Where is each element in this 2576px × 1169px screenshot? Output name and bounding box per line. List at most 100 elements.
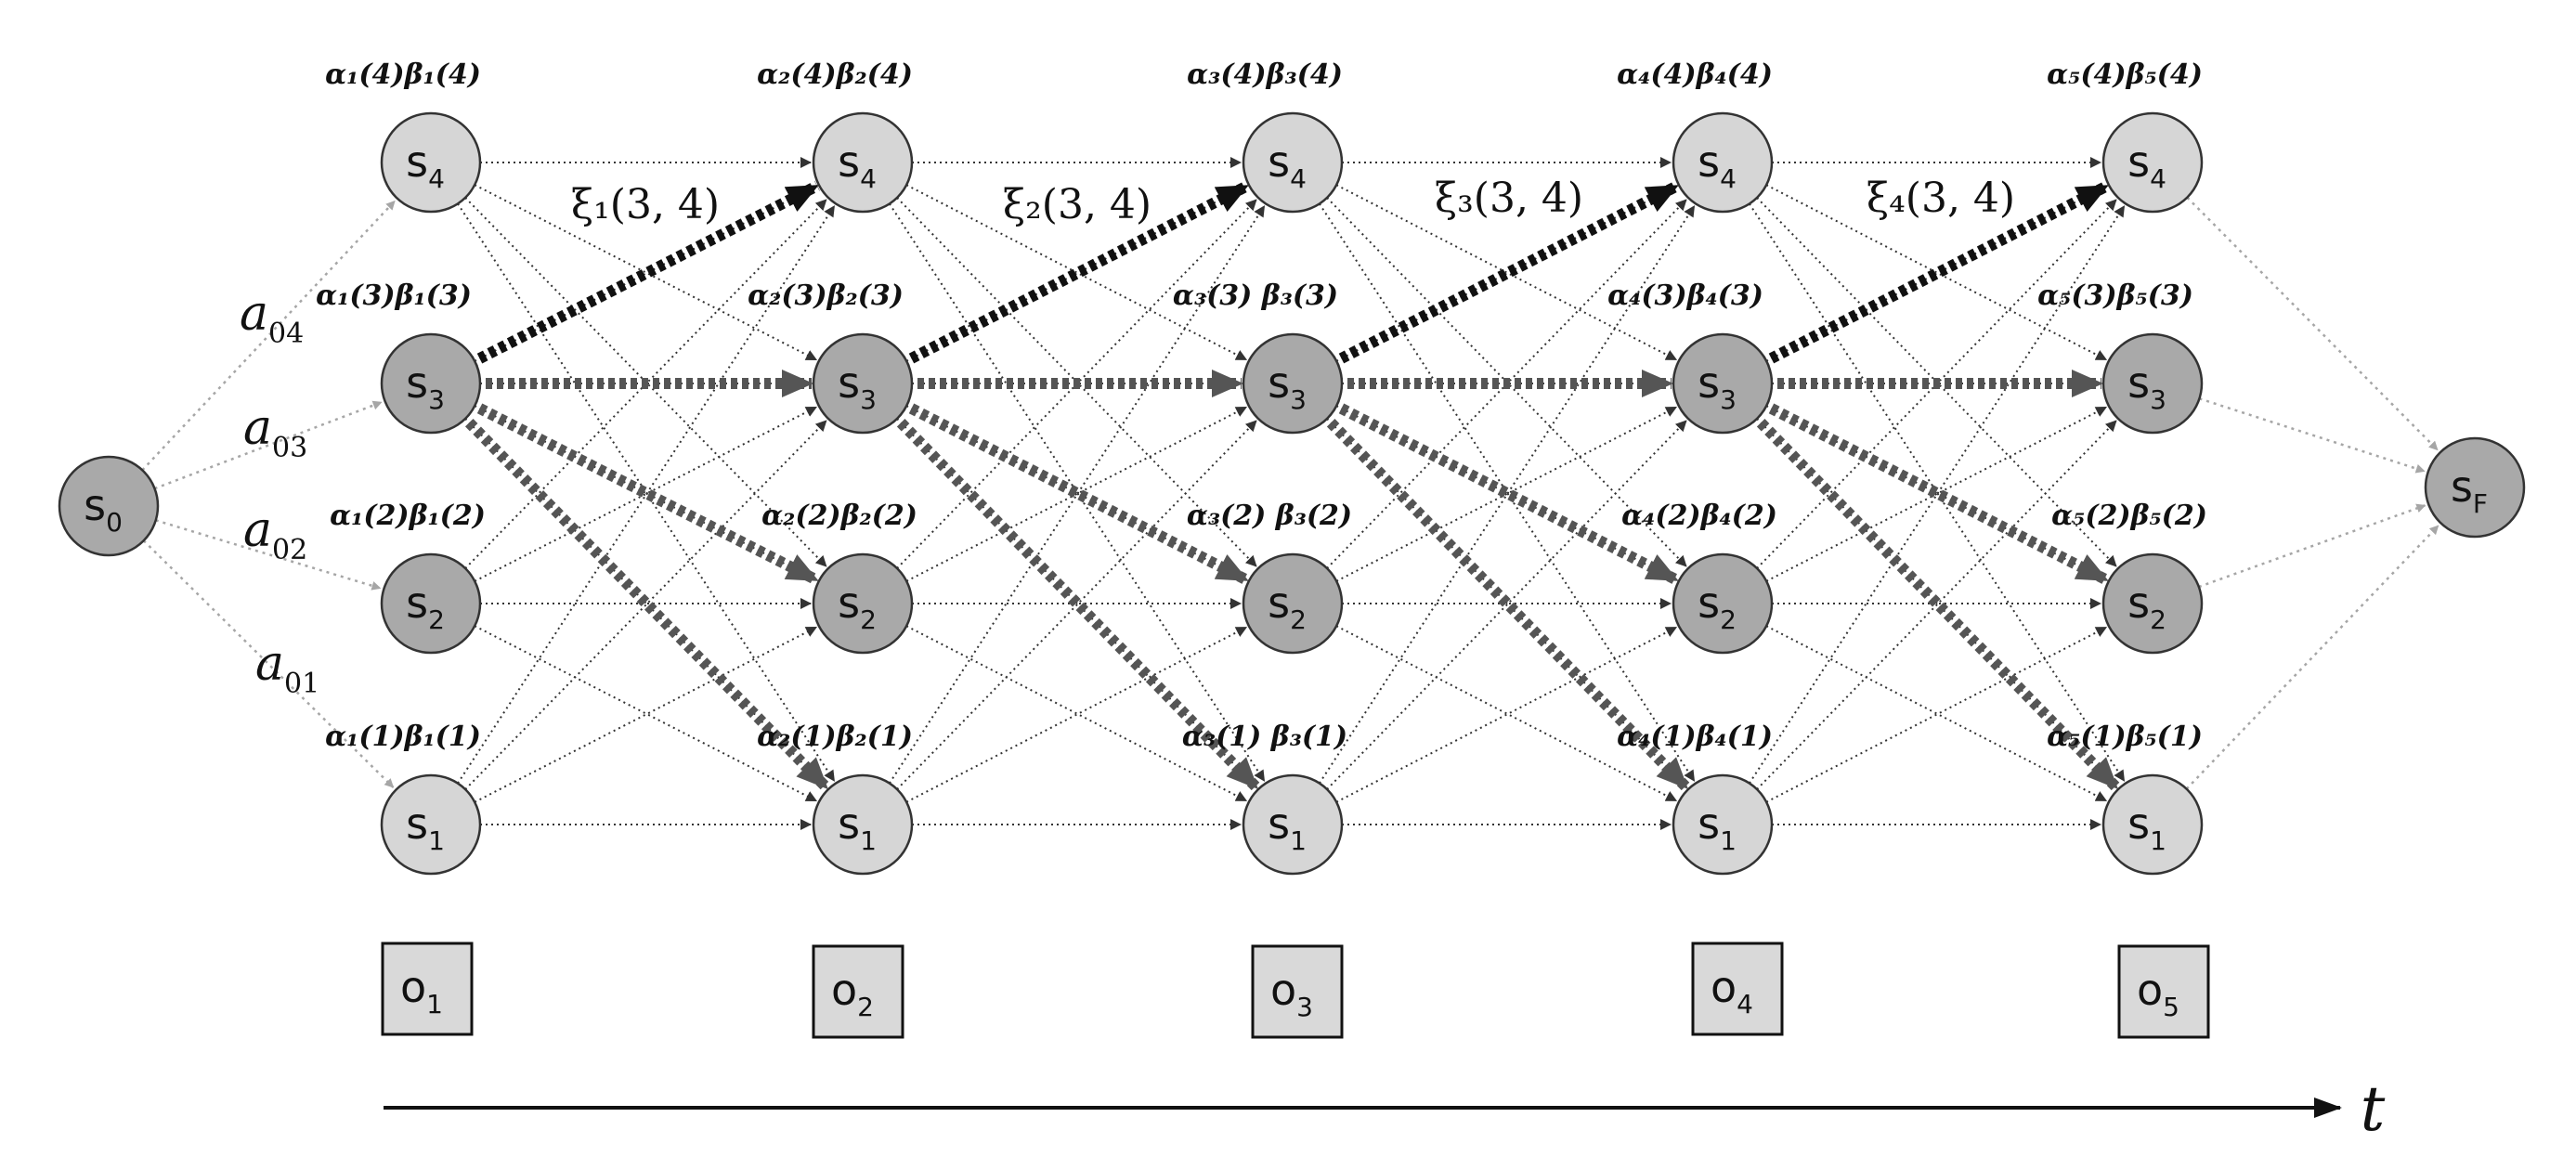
final-transition-edge (2198, 503, 2426, 589)
xi-edge-s3-to-s4 (899, 180, 1250, 369)
bold-edge-from-s3 (1319, 410, 1691, 792)
alpha-beta-label: α₂(4)β₂(4) (757, 58, 913, 91)
initial-transition-label: a01 (255, 636, 319, 700)
state-node-label: s2 (1698, 578, 1737, 635)
final-node (2424, 436, 2526, 539)
state-node-s1 (2101, 773, 2204, 876)
alpha-beta-label: α₅(1)β₅(1) (2047, 721, 2203, 753)
state-node-s1 (380, 773, 482, 876)
transition-edge (457, 202, 836, 782)
bold-edge-from-s3 (1329, 398, 1680, 586)
transition-edge (474, 625, 818, 802)
observation-box (1251, 944, 1344, 1039)
state-node-label: s4 (406, 136, 445, 194)
transition-edge (474, 405, 817, 581)
alpha-beta-labels: α₁(4)β₁(4)α₁(3)β₁(3)α₁(2)β₁(2)α₁(1)β₁(1)… (316, 58, 2207, 753)
observation-box (2117, 944, 2210, 1039)
xi-edge-s3-to-s4 (467, 180, 820, 369)
state-node-label: s1 (2127, 799, 2166, 856)
transition-edge (1765, 406, 2108, 582)
state-node-label: s3 (2127, 357, 2166, 415)
alpha-beta-label: α₅(4)β₅(4) (2047, 58, 2203, 91)
transition-edge (905, 406, 1248, 582)
state-node-label: s2 (2127, 578, 2166, 635)
bold-edge-from-s3 (1749, 410, 2121, 792)
bold-edge-from-s3 (889, 410, 1261, 792)
transition-edge (1756, 418, 2117, 788)
alpha-beta-label: α₄(4)β₄(4) (1617, 58, 1773, 91)
initial-transition-label: a03 (243, 400, 307, 464)
state-node-label: s2 (838, 578, 877, 635)
observation-label: o3 (1270, 965, 1313, 1022)
initial-transition-edge (154, 400, 383, 490)
xi-labels: ξ₁(3, 4)ξ₂(3, 4)ξ₃(3, 4)ξ₄(3, 4) (571, 175, 2015, 228)
state-node-s1 (1242, 773, 1344, 876)
state-node-s4 (1672, 111, 1774, 214)
transition-edge (1765, 184, 2108, 361)
transition-edge (1335, 406, 1678, 582)
final-node-label: sF (2451, 461, 2488, 519)
transition-edge (905, 184, 1248, 361)
start-node-label: s0 (84, 480, 123, 538)
alpha-beta-label: α₄(1)β₄(1) (1617, 721, 1773, 753)
transition-edge (1335, 626, 1678, 803)
transition-edge (896, 418, 1257, 788)
transition-edge (1335, 625, 1678, 802)
state-node-s2 (1672, 552, 1774, 655)
observation-box (812, 944, 904, 1039)
state-node-s1 (812, 773, 914, 876)
state-node-s2 (380, 552, 482, 655)
state-node-label: s3 (838, 357, 877, 415)
state-node-s4 (812, 111, 914, 214)
state-node-s3 (1672, 332, 1774, 435)
state-node-label: s4 (1698, 136, 1737, 194)
alpha-beta-label: α₄(3)β₄(3) (1607, 279, 1763, 312)
state-node-label: s4 (838, 136, 877, 194)
final-transition-edge (2186, 196, 2439, 451)
state-node-s2 (2101, 552, 2204, 655)
alpha-beta-label: α₂(2)β₂(2) (761, 500, 917, 532)
transition-edge (905, 405, 1248, 581)
transition-edge (474, 626, 818, 803)
initial-transition-label: a04 (240, 286, 304, 350)
state-node-label: s1 (406, 799, 445, 856)
state-node-s3 (2101, 332, 2204, 435)
alpha-beta-label: α₂(1)β₂(1) (757, 721, 913, 753)
observation-label: o5 (2137, 965, 2179, 1022)
alpha-beta-label: α₁(3)β₁(3) (316, 279, 472, 312)
state-node-s2 (812, 552, 914, 655)
transition-edge (1335, 184, 1678, 361)
transition-edge (1326, 418, 1687, 788)
initial-transition-edge (155, 519, 382, 591)
transition-edge (464, 420, 827, 790)
transition-edge (1326, 420, 1687, 790)
initial-transition-labels: a04 a03 a02 a01 (240, 286, 319, 700)
state-node-s3 (812, 332, 914, 435)
start-node (58, 455, 160, 557)
state-node-label: s1 (838, 799, 877, 856)
initial-transition-label: a02 (243, 502, 307, 566)
state-node-s3 (380, 332, 482, 435)
alpha-beta-label: α₁(2)β₁(2) (330, 500, 486, 532)
state-node-s4 (1242, 111, 1344, 214)
xi-label: ξ₃(3, 4) (1435, 175, 1583, 222)
state-node-label: s4 (1268, 136, 1307, 194)
alpha-beta-label: α₃(2) β₃(2) (1187, 500, 1352, 532)
state-node-s4 (380, 111, 482, 214)
state-node-s3 (1242, 332, 1344, 435)
observation-box (381, 942, 474, 1036)
transition-edge (1765, 625, 2108, 802)
alpha-beta-label: α₅(2)β₅(2) (2051, 500, 2207, 532)
alpha-beta-label: α₃(3) β₃(3) (1173, 279, 1338, 312)
alpha-beta-label: α₅(3)β₅(3) (2037, 279, 2193, 312)
xi-edge-s3-to-s4 (1329, 180, 1680, 369)
xi-edge-s3-to-s4 (1759, 180, 2110, 369)
state-node-label: s4 (2127, 136, 2166, 194)
bold-edge-from-s3 (1759, 398, 2110, 586)
observation-box (1691, 942, 1784, 1036)
state-node-label: s3 (406, 357, 445, 415)
state-node-label: s2 (406, 578, 445, 635)
initial-transition-edge (141, 200, 396, 472)
state-node-label: s3 (1698, 357, 1737, 415)
